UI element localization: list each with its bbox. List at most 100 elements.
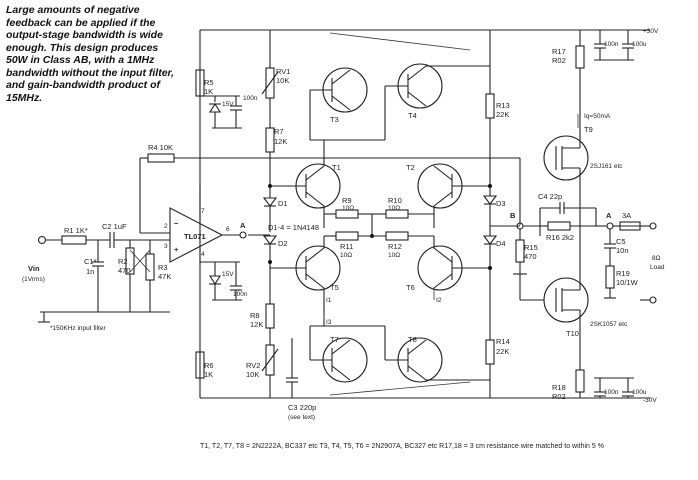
transistor-t2 — [417, 163, 490, 228]
output-emitter-resistors — [575, 30, 585, 398]
decoupling-caps — [594, 30, 634, 398]
rail-lines — [199, 29, 650, 399]
c3-capacitor — [286, 338, 298, 398]
plus-rail-label: +30V — [643, 28, 659, 35]
r6-value: 1K — [204, 370, 213, 379]
r14-value: 22K — [496, 347, 509, 356]
input-filter-note: *150KHz input filter — [50, 325, 106, 332]
r3-resistor-icon — [145, 253, 155, 281]
r18-resistor-icon — [575, 369, 585, 393]
caption: Large amounts of negative feedback can b… — [6, 4, 174, 104]
c1-value: 1n — [86, 267, 94, 276]
c2-label: C2 1uF — [102, 222, 127, 231]
zener1-label: 15V — [222, 101, 234, 108]
minus-rail-label: -30V — [643, 397, 657, 404]
r8-value: 12K — [250, 320, 263, 329]
rv2-value: 10K — [246, 370, 259, 379]
d3-diode-icon — [482, 195, 498, 205]
r7-label: R7 — [274, 127, 284, 136]
input-terminal-icon — [37, 235, 47, 245]
t4-label: T4 — [408, 111, 417, 120]
t9-label: T9 — [584, 125, 593, 134]
opamp-pin4: 4 — [201, 251, 205, 258]
r2-label: R2 — [118, 257, 128, 266]
opamp-supply-network — [195, 69, 242, 379]
r6-resistor-icon — [195, 351, 205, 379]
transistor-t3 — [310, 67, 368, 113]
node-a-right — [596, 222, 614, 230]
output-stage — [604, 221, 657, 304]
r15-resistor-icon — [515, 239, 525, 263]
transistor-t5 — [270, 245, 341, 291]
r13-label: R13 — [496, 101, 510, 110]
r1-resistor-icon — [61, 235, 87, 245]
transistor-t1 — [270, 140, 341, 228]
r5-value: 1K — [204, 87, 213, 96]
r1-label: R1 1K* — [64, 226, 88, 235]
rv1-value: 10K — [276, 76, 289, 85]
transistor-t4 — [385, 63, 490, 109]
r11-value: 10Ω — [340, 252, 352, 259]
bias-string — [248, 30, 279, 398]
d3-label: D3 — [496, 199, 506, 208]
diode-note: D1-4 = 1N4148 — [268, 223, 319, 232]
zener1-icon — [209, 102, 221, 113]
r12-label: R12 — [388, 242, 402, 251]
t10-part: 2SK1057 etc — [590, 321, 628, 328]
zener2-icon — [209, 275, 221, 286]
mosfet-t9 — [543, 90, 589, 226]
ground-terminal-icon — [649, 296, 657, 304]
node-b-label: B — [510, 211, 516, 220]
c4-label: C4 22p — [538, 192, 562, 201]
rv1-label: RV1 — [276, 67, 290, 76]
r19-value: 10/1W — [616, 278, 639, 287]
r10-value: 10Ω — [388, 205, 400, 212]
r9-value: 10Ω — [342, 205, 354, 212]
r3-value: 47K — [158, 272, 171, 281]
r5-label: R5 — [204, 78, 214, 87]
opamp-pin2: 2 — [164, 223, 168, 230]
cap-top2-label: 100u — [632, 41, 647, 48]
opamp-pin6: 6 — [226, 226, 230, 233]
iq-label: Iq=50mA — [584, 113, 611, 120]
r18-label: R18 — [552, 383, 566, 392]
t5-label: T5 — [330, 283, 339, 292]
r14-resistor-icon — [485, 339, 495, 365]
output-feedback-network — [513, 202, 597, 275]
c1-label: C1* — [84, 257, 97, 266]
opamp-triangle-icon — [169, 207, 224, 263]
r8-resistor-icon — [265, 303, 275, 329]
t3-label: T3 — [330, 115, 339, 124]
d4-diode-icon — [482, 235, 498, 245]
t1-label: T1 — [332, 163, 341, 172]
footer-note: T1, T2, T7, T8 = 2N2222A, BC337 etc T3, … — [200, 443, 604, 450]
r7-resistor-icon — [265, 127, 275, 153]
r7-value: 12K — [274, 137, 287, 146]
r12-value: 10Ω — [388, 252, 400, 259]
r18-value: R02 — [552, 392, 566, 401]
opamp-pin3: 3 — [164, 243, 168, 250]
r12-resistor-icon — [385, 231, 409, 241]
output-terminal-icon — [649, 222, 657, 230]
r11-resistor-icon — [335, 231, 359, 241]
t9-mosfet-icon — [543, 135, 589, 181]
node-a-left-label: A — [240, 221, 246, 230]
r8-label: R8 — [250, 311, 260, 320]
node-a-right-label: A — [606, 211, 612, 220]
t9-part: 2SJ161 etc — [590, 163, 623, 170]
r10-label: R10 — [388, 196, 402, 205]
current-mirror-wiring — [309, 86, 435, 360]
t8-label: T8 — [408, 335, 417, 344]
zener2-label: 15V — [222, 271, 234, 278]
r13-value: 22K — [496, 110, 509, 119]
r17-label: R17 — [552, 47, 566, 56]
opamp-minus-sign: − — [174, 219, 179, 228]
rv2-label: RV2 — [246, 361, 260, 370]
i2-label: I2 — [436, 297, 442, 304]
d2-label: D2 — [278, 239, 288, 248]
r19-resistor-icon — [605, 265, 615, 289]
zener2-cap-label: 100n — [233, 291, 248, 298]
fuse-label: 3A — [622, 211, 631, 220]
t10-mosfet-icon — [543, 277, 589, 323]
